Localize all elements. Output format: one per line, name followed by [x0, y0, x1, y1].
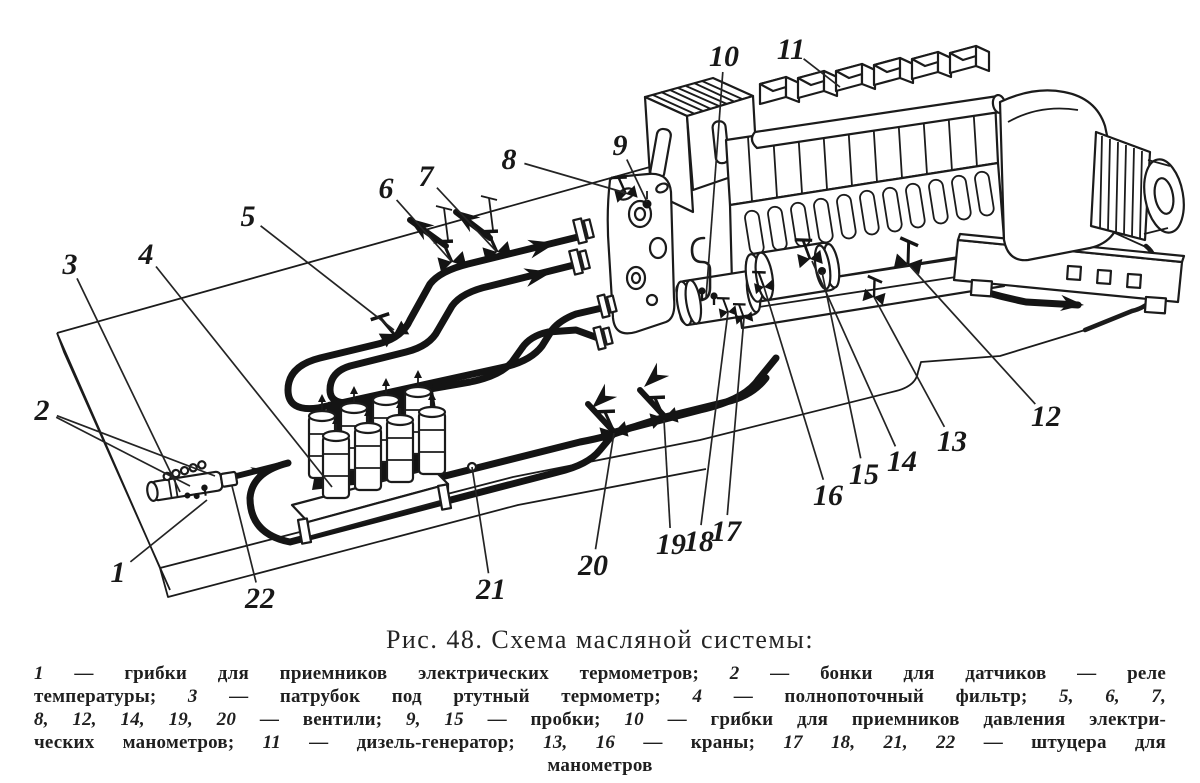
callout-number-6: 6: [379, 172, 394, 205]
legend-item-text: — бонки для датчиков — реле: [739, 663, 1166, 684]
callout-number-16: 16: [813, 479, 843, 512]
callout-number-4: 4: [138, 238, 154, 271]
leader-line-8: [524, 162, 627, 194]
legend-item-number: 10: [624, 709, 644, 730]
engine-end-plate: [606, 172, 676, 335]
leader-line-22: [231, 485, 257, 583]
leader-line-18: [700, 311, 729, 526]
legend-item-text: ческих манометров;: [34, 732, 263, 753]
legend-item-number: 4: [692, 686, 703, 707]
callout-number-10: 10: [709, 40, 739, 73]
leader-line-2: [55, 416, 191, 487]
callout-number-13: 13: [937, 425, 967, 458]
leader-line-6: [395, 199, 453, 263]
callout-number-9: 9: [613, 129, 628, 162]
leader-line-11: [803, 58, 841, 88]
legend-item-text: — краны;: [615, 732, 784, 753]
callout-number-8: 8: [502, 143, 517, 176]
legend-item-text: — грибки для приемников давления электри…: [643, 709, 1167, 730]
legend-item-number: 8, 12, 14, 19, 20: [34, 709, 237, 730]
callout-number-5: 5: [241, 200, 256, 233]
legend-item-number: 5, 6, 7,: [1059, 686, 1167, 707]
leader-line-5: [260, 225, 395, 331]
callout-number-18: 18: [684, 525, 714, 558]
callout-number-20: 20: [577, 549, 608, 582]
bracket: [690, 236, 712, 302]
figure-legend: 1 — грибки для приемников электрических …: [34, 662, 1166, 777]
callout-number-11: 11: [777, 33, 805, 66]
pipe-flanges: [568, 217, 618, 351]
legend-item-number: 1: [34, 663, 44, 684]
legend-item-text: — грибки для приемников электрических те…: [43, 663, 730, 684]
callout-number-2: 2: [34, 394, 50, 427]
callout-number-7: 7: [419, 160, 435, 193]
cylinder-covers: [758, 44, 991, 106]
full-flow-filter: [290, 370, 453, 545]
top-rail-pipe: [750, 94, 1002, 150]
legend-item-text: манометров: [547, 755, 653, 776]
figure-caption: Рис. 48. Схема масляной системы:: [385, 625, 815, 654]
generator: [952, 89, 1186, 315]
legend-item-number: 11: [262, 732, 281, 753]
legend-item-text: — вентили;: [236, 709, 407, 730]
legend-item-number: 9, 15: [406, 709, 464, 730]
leader-line-9: [626, 159, 648, 203]
leader-line-4: [155, 265, 333, 488]
legend-line: ческих манометров; 11 — дизель-генератор…: [34, 731, 1166, 754]
callout-number-17: 17: [711, 515, 742, 548]
legend-item-text: температуры;: [34, 686, 188, 707]
leader-line-16: [763, 286, 825, 480]
legend-line: манометров: [34, 754, 1166, 777]
legend-line: 1 — грибки для приемников электрических …: [34, 662, 1166, 685]
plug-15: [818, 267, 826, 275]
leader-line-1: [129, 499, 208, 563]
callout-number-14: 14: [887, 445, 917, 478]
legend-item-text: — пробки;: [463, 709, 625, 730]
legend-item-text: — штуцера для: [955, 732, 1167, 753]
leader-line-17: [726, 317, 745, 516]
leader-line-12: [909, 265, 1036, 405]
legend-item-text: — дизель-генератор;: [280, 732, 544, 753]
legend-item-number: 13, 16: [543, 732, 616, 753]
leader-line-2: [56, 414, 216, 477]
legend-item-number: 3: [187, 686, 198, 707]
callout-number-12: 12: [1031, 400, 1061, 433]
leader-line-21: [471, 466, 490, 574]
leader-line-20: [594, 432, 615, 550]
callout-number-21: 21: [475, 573, 506, 606]
leader-line-15: [821, 271, 862, 459]
callout-number-15: 15: [849, 458, 879, 491]
filter-cylinders: [307, 370, 447, 500]
legend-line: температуры; 3 — патрубок под ртутный те…: [34, 685, 1166, 708]
callout-number-3: 3: [62, 248, 78, 281]
leader-line-19: [663, 419, 671, 529]
callout-number-22: 22: [244, 582, 275, 615]
legend-line: 8, 12, 14, 19, 20 — вентили; 9, 15 — про…: [34, 708, 1166, 731]
callout-number-19: 19: [656, 528, 686, 561]
callout-number-1: 1: [111, 556, 126, 589]
plug-9: [642, 191, 652, 209]
thermometer-fitting: [146, 460, 239, 502]
diesel-generator: [606, 44, 1186, 335]
legend-item-number: 17 18, 21, 22: [783, 732, 956, 753]
leader-line-3: [76, 278, 181, 493]
legend-item-text: — полнопоточный фильтр;: [702, 686, 1060, 707]
leader-line-13: [873, 296, 946, 428]
legend-item-text: — патрубок под ртутный термометр;: [197, 686, 693, 707]
leader-line-10: [705, 71, 724, 299]
leader-line-7: [436, 187, 498, 253]
legend-item-number: 2: [729, 663, 740, 684]
